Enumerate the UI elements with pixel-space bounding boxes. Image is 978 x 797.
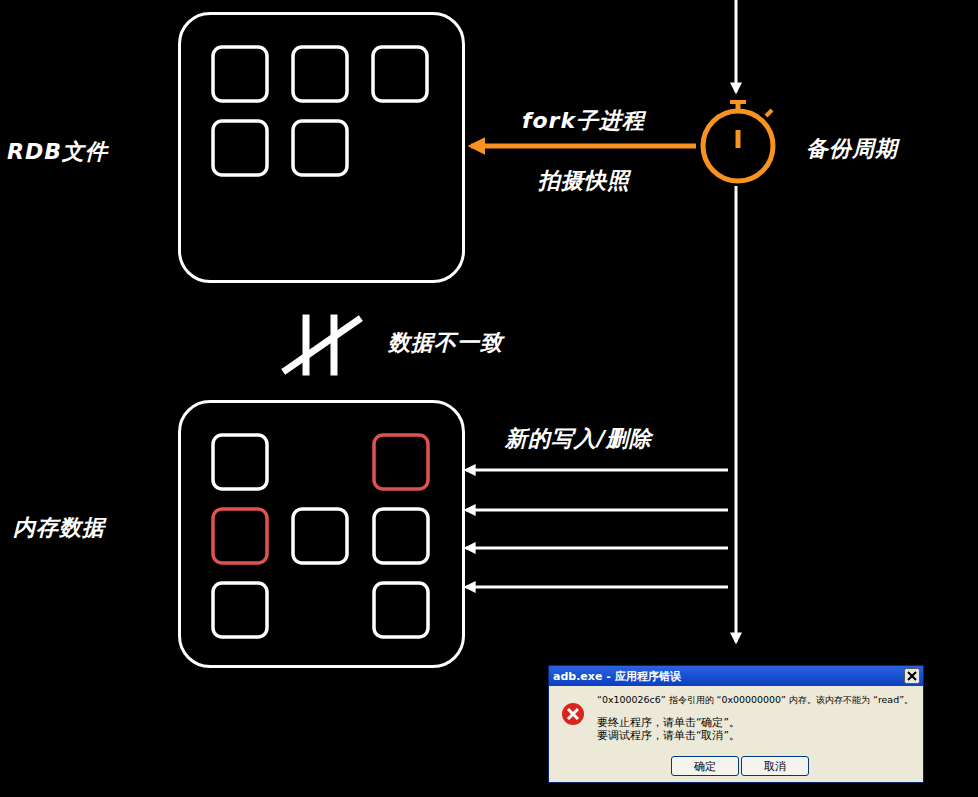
close-button [904, 668, 920, 684]
annotation: 数据不一致 [388, 328, 503, 358]
write-arrows [466, 470, 728, 587]
memory-data-box: 内存数据 [178, 400, 465, 668]
backup-timer: 备份周期 [700, 108, 776, 184]
data-squares [181, 15, 462, 280]
node-label: “0x100026c6” 指令引用的 “0x00000000” 内存。该内存不能… [597, 694, 913, 707]
annotation: 新的写入/删除 [505, 424, 652, 454]
ok-button: 确定 [671, 756, 739, 776]
snapshot-arrow [471, 144, 696, 149]
node-label: 备份周期 [806, 134, 898, 164]
timeline [735, 0, 738, 92]
node-label: adb.exe - 应用程序错误 [553, 669, 681, 684]
rdb-file-box: RDB文件 [178, 12, 465, 283]
error-icon [561, 702, 585, 726]
node-label: 要终止程序，请单击“确定”。 [597, 716, 740, 730]
button-label: 取消 [764, 759, 786, 774]
data-squares [181, 403, 462, 665]
node-label: RDB文件 [7, 137, 108, 167]
timeline [735, 186, 738, 642]
error-dialog: adb.exe - 应用程序错误 “0x100026c6” 指令引用的 “0x00… [548, 665, 924, 783]
annotation: 拍摄快照 [538, 166, 630, 196]
cancel-button: 取消 [741, 756, 809, 776]
not-equal-symbol [286, 318, 358, 372]
node-label: 内存数据 [13, 513, 105, 543]
edge-label: fork子进程 [522, 106, 645, 136]
button-label: 确定 [694, 759, 716, 774]
stopwatch-icon [690, 94, 786, 194]
node-label: 要调试程序，请单击“取消”。 [597, 729, 740, 743]
